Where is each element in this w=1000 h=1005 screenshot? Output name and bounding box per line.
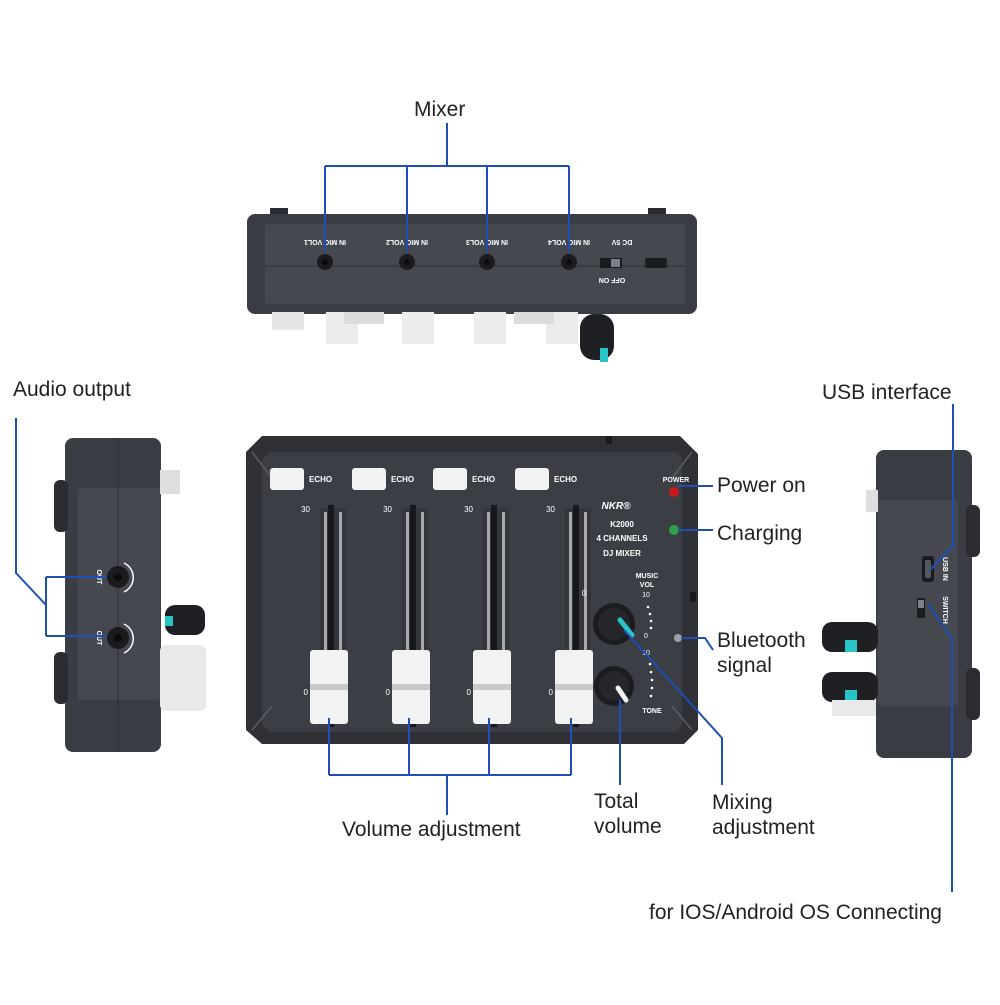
callout-bluetooth-line2: signal <box>717 654 772 677</box>
callout-volume-adjustment: Volume adjustment <box>342 818 521 841</box>
fader-3-top-mark: 30 <box>464 505 473 514</box>
fader-4-bottom-mark: 0 <box>549 688 554 697</box>
model-label: K2000 <box>610 520 634 529</box>
fader-4-center-mark: 0 <box>582 589 587 598</box>
knob-mark-10a: 10 <box>642 592 650 599</box>
fader-4-top-mark: 30 <box>546 505 555 514</box>
echo-button-3[interactable] <box>433 468 467 490</box>
product-label: DJ MIXER <box>603 549 641 558</box>
callout-mixing-line2: adjustment <box>712 816 815 839</box>
fader-3-bottom-mark: 0 <box>467 688 472 697</box>
power-label: POWER <box>663 477 689 484</box>
fader-cap-side-icon <box>160 645 206 711</box>
charging-led-icon <box>669 525 679 535</box>
fader-2-top-mark: 30 <box>383 505 392 514</box>
brand-logo: NKR® <box>601 501 631 512</box>
callout-lines <box>15 123 954 892</box>
knob-side-icon <box>165 605 205 635</box>
callout-charging: Charging <box>717 522 803 545</box>
tone-label: TONE <box>642 708 662 715</box>
echo-button-1[interactable] <box>270 468 304 490</box>
knob-mark-0: 0 <box>644 633 648 640</box>
callout-bluetooth-line1: Bluetooth <box>717 629 806 652</box>
channels-label: 4 CHANNELS <box>596 534 648 543</box>
off-on-label: OFF ON <box>599 276 625 283</box>
music-label: MUSIC <box>636 573 659 580</box>
fader-channel-4[interactable]: 30 0 0 <box>546 505 593 727</box>
echo-label-1: ECHO <box>309 475 332 484</box>
dc-label: DC 5V <box>611 238 632 245</box>
callout-os-connecting: for IOS/Android OS Connecting <box>649 901 942 924</box>
fader-channel-2[interactable]: 30 0 <box>383 505 430 727</box>
fader-1-bottom-mark: 0 <box>304 688 309 697</box>
callout-total-volume-line2: volume <box>594 815 662 838</box>
callout-mixer: Mixer <box>414 98 466 121</box>
fader-channel-1[interactable]: 30 0 <box>301 505 348 727</box>
echo-button-2[interactable] <box>352 468 386 490</box>
back-panel-view: IN MIC VOL1 IN MIC VOL2 IN MIC VOL3 IN M… <box>247 208 697 362</box>
front-panel-view: ECHO ECHO ECHO ECHO 30 0 30 0 <box>246 436 698 744</box>
vol-label: VOL <box>640 582 655 589</box>
bluetooth-led-icon <box>674 634 682 642</box>
fader-2-bottom-mark: 0 <box>386 688 391 697</box>
right-side-view: USB IN SWITCH <box>822 450 980 758</box>
power-led-icon <box>669 487 679 497</box>
callout-mixing-line1: Mixing <box>712 791 773 814</box>
switch-label: SWITCH <box>941 596 948 624</box>
callout-total-volume-line1: Total <box>594 790 639 813</box>
callout-usb-interface: USB interface <box>822 381 952 404</box>
fader-1-top-mark: 30 <box>301 505 310 514</box>
fader-channel-3[interactable]: 30 0 <box>464 505 511 727</box>
knob-right-2-icon <box>822 672 878 702</box>
echo-button-4[interactable] <box>515 468 549 490</box>
echo-label-4: ECHO <box>554 475 577 484</box>
echo-label-2: ECHO <box>391 475 414 484</box>
callout-power-on: Power on <box>717 474 806 497</box>
out-label-2: OUT <box>95 631 102 647</box>
left-side-view: OUT OUT <box>54 438 206 752</box>
usb-port-icon <box>645 258 667 268</box>
echo-label-3: ECHO <box>472 475 495 484</box>
knob-icon <box>580 314 614 360</box>
usb-in-label: USB IN <box>941 557 948 581</box>
callout-audio-output: Audio output <box>13 378 131 401</box>
knob-right-1-icon <box>822 622 878 652</box>
